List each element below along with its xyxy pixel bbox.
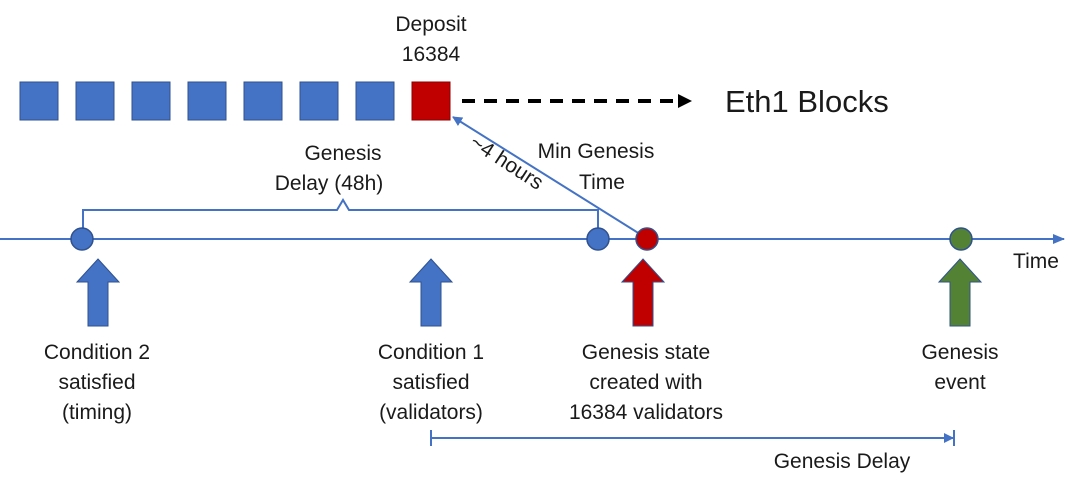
condition1-line2: satisfied (392, 371, 469, 394)
eth1-block-4 (187, 81, 227, 121)
min-genesis-line2: Time (579, 171, 625, 194)
up-arrow-condition1 (408, 258, 454, 327)
deposit-label-line1: Deposit (395, 13, 466, 36)
deposit-block (411, 81, 451, 121)
genesis-state-line3: 16384 validators (569, 401, 723, 424)
condition2-line2: satisfied (58, 371, 135, 394)
deposit-label-line2: 16384 (402, 43, 461, 66)
condition2-line1: Condition 2 (44, 341, 150, 364)
time-axis-label: Time (1013, 250, 1059, 273)
node-genesis-event (949, 227, 973, 251)
genesis-delay-span (430, 430, 955, 446)
eth1-blocks (19, 81, 451, 121)
min-genesis-line1: Min Genesis (538, 140, 655, 163)
offset-arrow (452, 116, 644, 237)
node-min-genesis (586, 227, 610, 251)
node-condition2 (70, 227, 94, 251)
condition1-line1: Condition 1 (378, 341, 484, 364)
offset-label: ~4 hours (466, 130, 548, 194)
up-arrow-genesis-event (937, 258, 983, 327)
eth1-block-2 (75, 81, 115, 121)
brace-label-line2: Delay (48h) (275, 172, 384, 195)
genesis-event-line2: event (934, 371, 986, 394)
node-genesis-state (635, 227, 659, 251)
genesis-delay-label: Genesis Delay (774, 450, 911, 473)
eth1-block-3 (131, 81, 171, 121)
brace-label-line1: Genesis (304, 142, 381, 165)
up-arrow-genesis-state (620, 258, 666, 327)
eth1-dashed-arrowhead (678, 94, 692, 108)
genesis-state-line2: created with (589, 371, 702, 394)
up-arrow-condition2 (75, 258, 121, 327)
eth1-block-5 (243, 81, 283, 121)
condition2-line3: (timing) (62, 401, 132, 424)
eth1-block-1 (19, 81, 59, 121)
condition1-line3: (validators) (379, 401, 483, 424)
eth1-blocks-label: Eth1 Blocks (725, 84, 889, 119)
genesis-delay-brace (82, 198, 599, 228)
eth1-block-7 (355, 81, 395, 121)
genesis-state-line1: Genesis state (582, 341, 710, 364)
eth1-block-6 (299, 81, 339, 121)
genesis-event-line1: Genesis (921, 341, 998, 364)
brace-line (82, 198, 599, 228)
